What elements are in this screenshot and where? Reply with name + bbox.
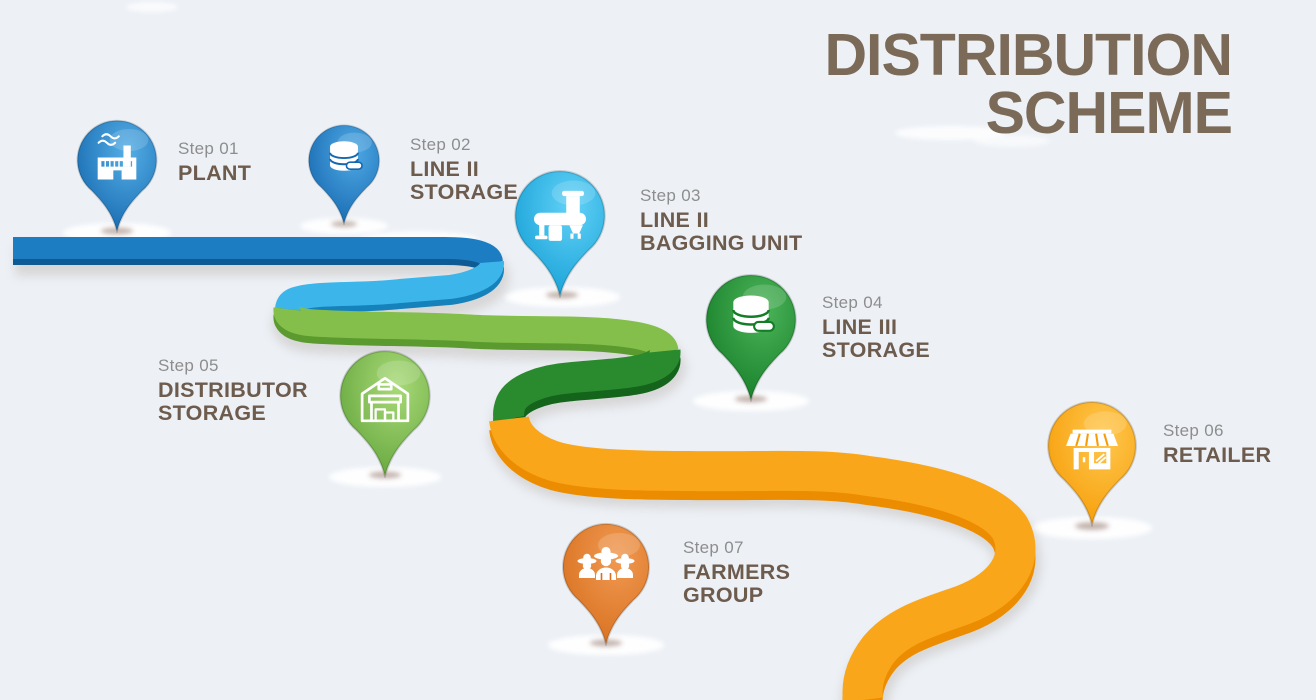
pin-step-02 — [303, 122, 385, 226]
road-segment-light-blue — [275, 260, 504, 312]
pin-ground-shadows — [63, 218, 1152, 655]
storefront-icon — [1065, 429, 1119, 470]
storage-cylinders-icon — [329, 141, 363, 171]
step-number: Step 04 — [822, 293, 883, 312]
pin-step-03 — [508, 167, 612, 299]
farmers-icon — [577, 546, 635, 580]
page-title-line1: DISTRIBUTION — [824, 22, 1233, 88]
road-segment-orange — [489, 415, 1036, 700]
road-segment-dark-green — [493, 347, 681, 423]
step-label-01: Step 01 PLANT — [178, 139, 251, 185]
pin-step-07 — [556, 520, 656, 646]
step-name: FARMERS GROUP — [683, 560, 791, 607]
warehouse-icon — [360, 376, 410, 423]
pin-step-01 — [71, 117, 163, 233]
step-label-04: Step 04 LINE III STORAGE — [822, 293, 930, 362]
step-name: RETAILER — [1163, 443, 1272, 467]
road-segment-blue — [13, 237, 503, 267]
pin-step-06 — [1041, 398, 1143, 527]
step-label-06: Step 06 RETAILER — [1163, 421, 1271, 467]
step-number: Step 01 — [178, 139, 239, 158]
storage-cylinders-icon — [732, 295, 775, 333]
road-surfaces — [13, 237, 1036, 700]
page-title: DISTRIBUTION SCHEME — [824, 22, 1233, 146]
step-name: PLANT — [178, 161, 252, 185]
step-number: Step 03 — [640, 186, 701, 205]
step-label-03: Step 03 LINE II BAGGING UNIT — [640, 186, 802, 255]
step-number: Step 07 — [683, 538, 744, 557]
factory-icon — [97, 133, 137, 180]
step-name: LINE III STORAGE — [822, 315, 931, 362]
step-label-05: Step 05 DISTRIBUTOR STORAGE — [158, 356, 308, 425]
road-segment-light-green — [273, 305, 679, 357]
step-name: LINE II STORAGE — [410, 157, 519, 204]
step-name: DISTRIBUTOR STORAGE — [158, 378, 308, 425]
step-number: Step 05 — [158, 356, 219, 375]
step-number: Step 02 — [410, 135, 471, 154]
bagging-machine-icon — [534, 190, 586, 241]
pin-step-04 — [699, 271, 803, 403]
step-name: LINE II BAGGING UNIT — [640, 208, 803, 255]
step-number: Step 06 — [1163, 421, 1224, 440]
step-label-07: Step 07 FARMERS GROUP — [683, 538, 790, 607]
page-title-line2: SCHEME — [985, 80, 1233, 146]
step-label-02: Step 02 LINE II STORAGE — [410, 135, 518, 204]
pin-step-05 — [333, 347, 437, 479]
